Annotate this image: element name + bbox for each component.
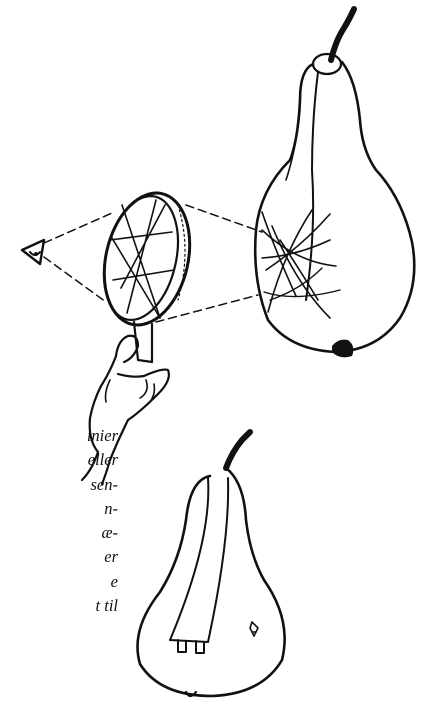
- caption-line: t til: [0, 594, 118, 618]
- caption-line: e: [0, 570, 118, 594]
- caption-line: n-: [0, 497, 118, 521]
- caption-line: inier: [0, 424, 118, 448]
- small-pear: [138, 432, 285, 696]
- caption-line: er: [0, 545, 118, 569]
- hand-mirror: [92, 184, 202, 362]
- caption-line: æ-: [0, 521, 118, 545]
- eye-icon: [22, 240, 44, 264]
- caption-text: inier eller sen- n- æ- er e t til: [0, 424, 118, 618]
- caption-line: sen-: [0, 473, 118, 497]
- large-pear: [255, 9, 414, 357]
- caption-line: eller: [0, 448, 118, 472]
- sight-lines: [44, 205, 262, 322]
